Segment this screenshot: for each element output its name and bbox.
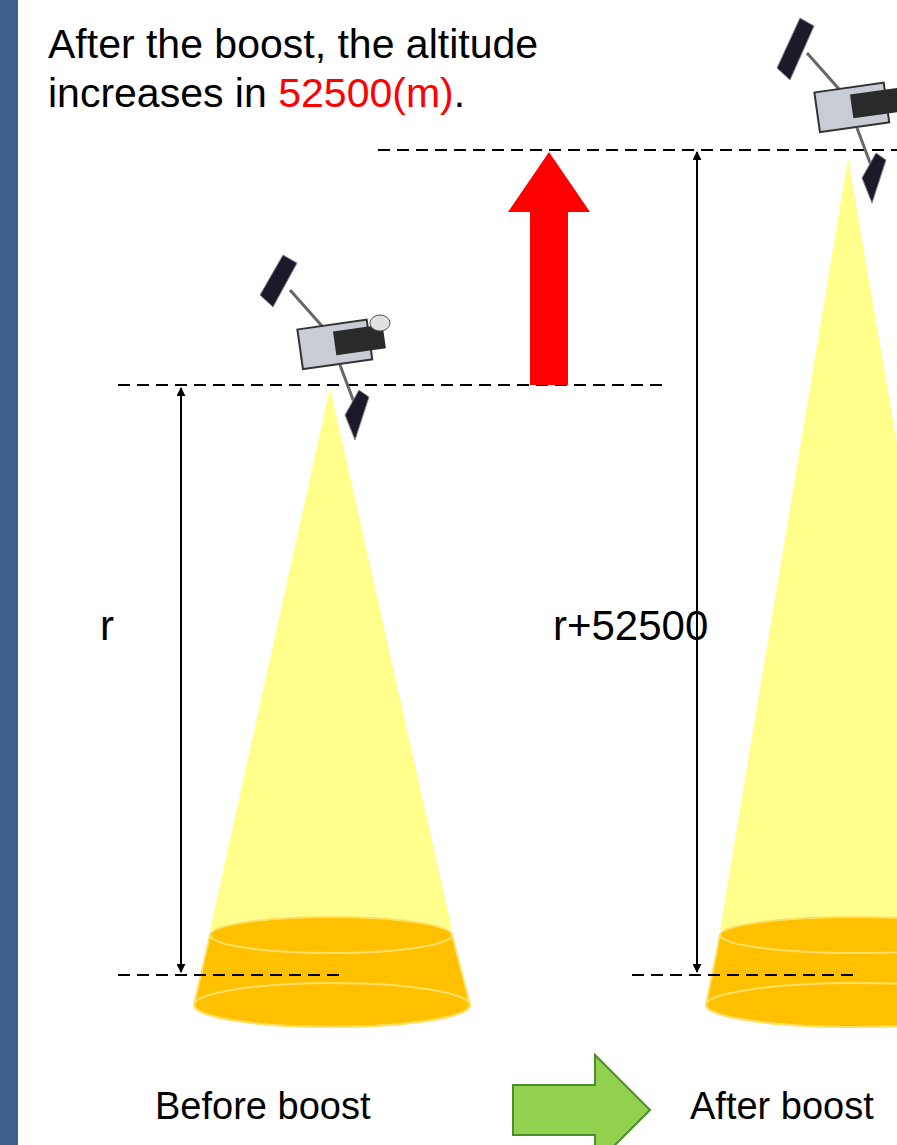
title-punctuation: . bbox=[454, 70, 465, 116]
dashed-line bbox=[118, 974, 345, 976]
boost-arrow bbox=[508, 152, 590, 385]
dashed-line bbox=[118, 384, 665, 386]
dimension-label: r+52500 bbox=[553, 602, 708, 650]
satellite bbox=[260, 255, 390, 440]
solar-panel bbox=[260, 255, 297, 307]
satellite-boom bbox=[857, 128, 872, 168]
dashed-line bbox=[632, 974, 860, 976]
title-block: After the boost, the altitude increases … bbox=[48, 20, 688, 118]
side-bar bbox=[0, 0, 18, 1145]
sensor-cone bbox=[210, 388, 452, 930]
altitude-value: 52500(m) bbox=[278, 70, 453, 116]
solar-panel bbox=[862, 153, 886, 203]
transition-arrow bbox=[513, 1055, 650, 1145]
solar-panel bbox=[345, 390, 369, 440]
solar-panel bbox=[777, 18, 814, 80]
satellite bbox=[777, 18, 897, 203]
footprint-bottom bbox=[194, 983, 470, 1027]
satellite-boom bbox=[340, 365, 355, 405]
footprint-bottom bbox=[706, 983, 897, 1027]
dimension-arrow bbox=[180, 388, 182, 972]
state-caption: After boost bbox=[690, 1085, 874, 1128]
satellite-module bbox=[850, 88, 897, 119]
reference-lines bbox=[118, 150, 897, 975]
dashed-line bbox=[378, 149, 897, 151]
sensor-cone bbox=[720, 158, 897, 930]
footprint-top bbox=[210, 917, 452, 953]
state-caption: Before boost bbox=[155, 1085, 370, 1128]
footprint-top bbox=[720, 917, 897, 953]
antenna-dish bbox=[370, 315, 390, 331]
dimension-label: r bbox=[100, 602, 114, 650]
dimension-arrow bbox=[696, 152, 698, 972]
